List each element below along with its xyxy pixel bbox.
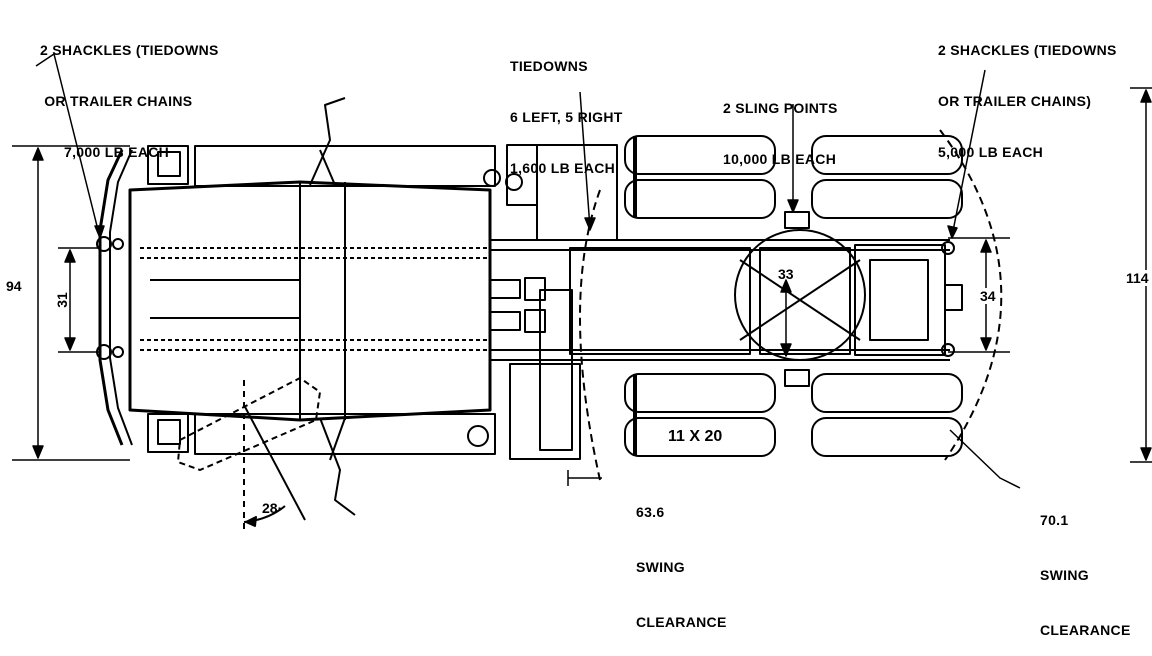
dim-31 xyxy=(58,247,100,353)
rear-shackle-lower xyxy=(941,343,955,357)
front-wheel-steered-outline xyxy=(177,377,321,471)
fuel-tank-lower xyxy=(509,289,581,460)
dim-34-label: 34 xyxy=(980,288,996,304)
front-tow-hooks xyxy=(489,277,546,333)
fuel-tank-upper xyxy=(505,144,618,241)
rear-swing-clearance-label: 70.1 SWING CLEARANCE xyxy=(1040,512,1131,638)
leader-front-shackles xyxy=(35,53,105,239)
front-swing-clearance-arc xyxy=(579,189,601,481)
vehicle-top-view-diagram xyxy=(12,53,1152,530)
front-shackle-upper xyxy=(96,236,124,252)
front-fender-right xyxy=(147,413,496,455)
leader-rear-shackles xyxy=(947,69,986,239)
dim-94 xyxy=(12,145,130,461)
dim-33 xyxy=(780,279,792,357)
front-steering-linkage xyxy=(309,97,501,516)
front-shackles-label: 2 SHACKLES (TIEDOWNS OR TRAILER CHAINS 7… xyxy=(40,42,219,160)
leader-sling-points xyxy=(787,104,799,213)
leader-rear-swing xyxy=(949,429,1021,489)
front-swing-clearance-label: 63.6 SWING CLEARANCE xyxy=(636,504,727,630)
rear-swing-clearance-arc xyxy=(939,129,1003,461)
cab-hood xyxy=(128,180,492,422)
tires-lower-rear-axle xyxy=(811,373,963,457)
dim-34 xyxy=(948,237,1010,353)
dim-33-label: 33 xyxy=(778,266,794,282)
tires-upper-front-axle xyxy=(624,135,776,219)
dim-94-label: 94 xyxy=(6,278,22,294)
tire-size-label: 11 X 20 xyxy=(668,428,723,445)
frame-rails xyxy=(490,239,950,361)
tires-upper-rear-axle xyxy=(811,135,963,219)
rear-shackles-label: 2 SHACKLES (TIEDOWNS OR TRAILER CHAINS) … xyxy=(938,42,1117,160)
dim-114-label: 114 xyxy=(1126,270,1149,286)
front-fender-left xyxy=(147,145,496,187)
rear-suspension xyxy=(734,211,946,387)
leader-front-swing xyxy=(567,470,602,486)
dim-31-label: 31 xyxy=(53,292,70,308)
rear-shackle-upper xyxy=(941,241,955,255)
tiedowns-label: TIEDOWNS 6 LEFT, 5 RIGHT 1,600 LB EACH xyxy=(510,58,623,176)
sling-points-label: 2 SLING POINTS 10,000 LB EACH xyxy=(723,100,838,167)
steer-angle-lines xyxy=(243,380,306,530)
tires-lower-front-axle xyxy=(624,373,776,457)
leader-tiedowns xyxy=(579,91,596,231)
front-bumper xyxy=(98,149,133,446)
rear-pintle-hook xyxy=(945,284,963,311)
steer-angle-label: 28· xyxy=(262,500,283,516)
